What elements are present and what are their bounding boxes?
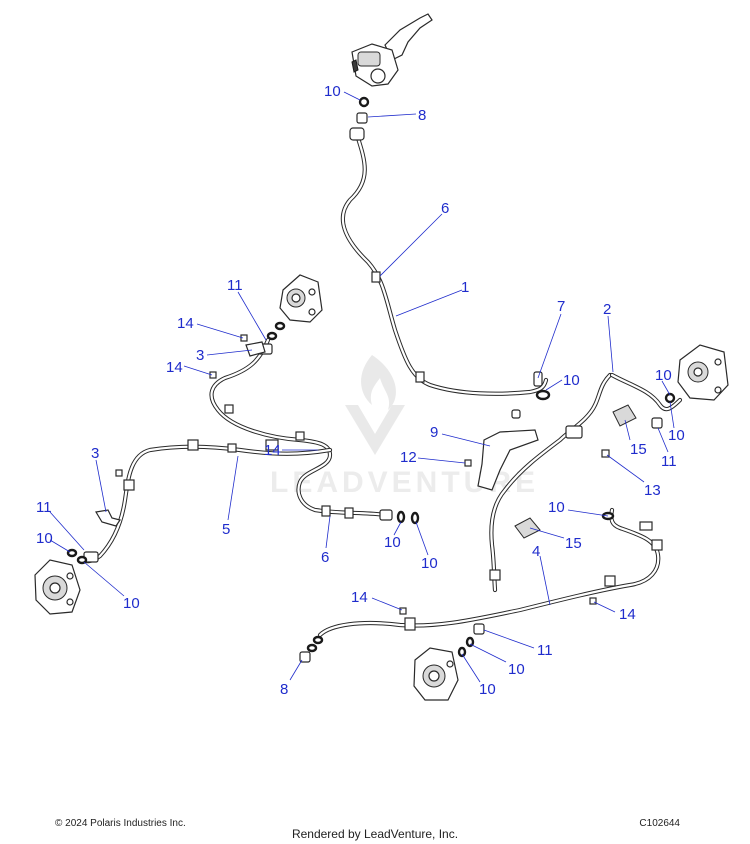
callout-14: 14 [177, 315, 194, 332]
washer-ring [266, 331, 278, 341]
washer-ring [358, 96, 370, 108]
washer-ring [396, 510, 406, 524]
screw-14 [240, 334, 248, 342]
screw-14 [115, 469, 123, 477]
washer-ring [274, 321, 286, 331]
caliper-front-left [34, 559, 81, 615]
callout-11: 11 [537, 642, 553, 659]
callout-15: 15 [630, 441, 647, 458]
callout-11: 11 [36, 499, 52, 516]
screw-14 [399, 607, 407, 615]
master-cylinder [351, 13, 433, 87]
callout-3: 3 [196, 347, 204, 364]
callout-8: 8 [280, 681, 288, 698]
brake-hose-4 [317, 507, 663, 638]
callout-10: 10 [421, 555, 438, 572]
callout-10: 10 [548, 499, 565, 516]
callout-14: 14 [351, 589, 368, 606]
callout-10: 10 [655, 367, 672, 384]
callout-11: 11 [227, 277, 243, 294]
washer-ring [66, 548, 78, 558]
hose-fitting-7 [511, 371, 551, 419]
bracket-3-upper [245, 341, 266, 357]
callout-5: 5 [222, 521, 230, 538]
callout-9: 9 [430, 424, 438, 441]
callout-10: 10 [384, 534, 401, 551]
screw-13 [601, 449, 610, 458]
banjo-bolt-11 [473, 623, 485, 635]
bracket-9 [477, 429, 539, 491]
callout-14: 14 [264, 442, 281, 459]
diagram-code: C102644 [639, 818, 680, 829]
washer-ring [76, 555, 88, 565]
callout-6: 6 [321, 549, 329, 566]
callout-10: 10 [324, 83, 341, 100]
callout-15: 15 [565, 535, 582, 552]
rendered-by-text: Rendered by LeadVenture, Inc. [291, 827, 459, 841]
callout-10: 10 [123, 595, 140, 612]
screw-14 [209, 371, 217, 379]
brake-hose-2 [489, 372, 683, 593]
washer-ring [457, 646, 467, 658]
brake-hose-5 [77, 439, 333, 564]
callout-10: 10 [36, 530, 53, 547]
washer-ring [410, 511, 420, 525]
callout-2: 2 [603, 301, 611, 318]
clip-15-center [514, 517, 541, 539]
callout-10: 10 [668, 427, 685, 444]
bracket-3-left [95, 509, 121, 527]
caliper-rear-right [677, 344, 729, 401]
callout-labels: 10 8 6 1 11 14 3 14 7 10 2 10 10 11 15 9… [36, 83, 685, 698]
brake-hose-1 [340, 127, 549, 396]
screw-14 [589, 597, 597, 605]
callout-14: 14 [166, 359, 183, 376]
callout-10: 10 [508, 661, 525, 678]
callout-11: 11 [661, 453, 677, 470]
callout-13: 13 [644, 482, 661, 499]
washer-ring [465, 636, 475, 648]
copyright-text: © 2024 Polaris Industries Inc. [55, 818, 186, 829]
clip-15-right [612, 404, 637, 427]
callout-1: 1 [461, 279, 469, 296]
callout-8: 8 [418, 107, 426, 124]
caliper-rear-left [279, 274, 323, 323]
callout-14: 14 [619, 606, 636, 623]
callout-3: 3 [91, 445, 99, 462]
washer-ring [664, 392, 676, 404]
leader-lines [49, 91, 675, 683]
banjo-bolt-8 [299, 651, 311, 663]
caliper-front-right [413, 647, 459, 701]
callout-6: 6 [441, 200, 449, 217]
banjo-bolt [356, 112, 368, 124]
callout-12: 12 [400, 449, 417, 466]
callout-10: 10 [479, 681, 496, 698]
callout-4: 4 [532, 543, 540, 560]
callout-7: 7 [557, 298, 565, 315]
washer-ring [312, 635, 324, 645]
leadventure-watermark: LEADVENTURE [270, 355, 535, 499]
screw-12 [464, 459, 472, 467]
callout-10: 10 [563, 372, 580, 389]
washer-ring [306, 643, 318, 653]
banjo-bolt-11 [651, 417, 663, 429]
